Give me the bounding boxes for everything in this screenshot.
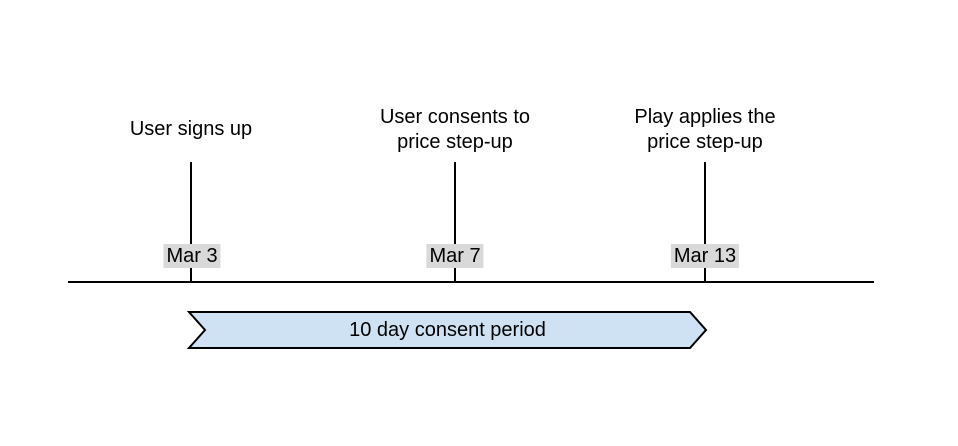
- event-date-label-mar3: Mar 3: [163, 244, 221, 268]
- event-title-user-consents: User consents to price step-up: [379, 105, 531, 153]
- event-title-play-applies: Play applies the price step-up: [634, 105, 776, 153]
- event-date-label-mar13: Mar 13: [670, 244, 740, 268]
- consent-period-arrow: [186, 311, 708, 349]
- event-date-label-mar7: Mar 7: [426, 244, 484, 268]
- event-title-user-signs-up: User signs up: [129, 118, 253, 140]
- consent-period-banner-label: 10 day consent period: [349, 318, 546, 341]
